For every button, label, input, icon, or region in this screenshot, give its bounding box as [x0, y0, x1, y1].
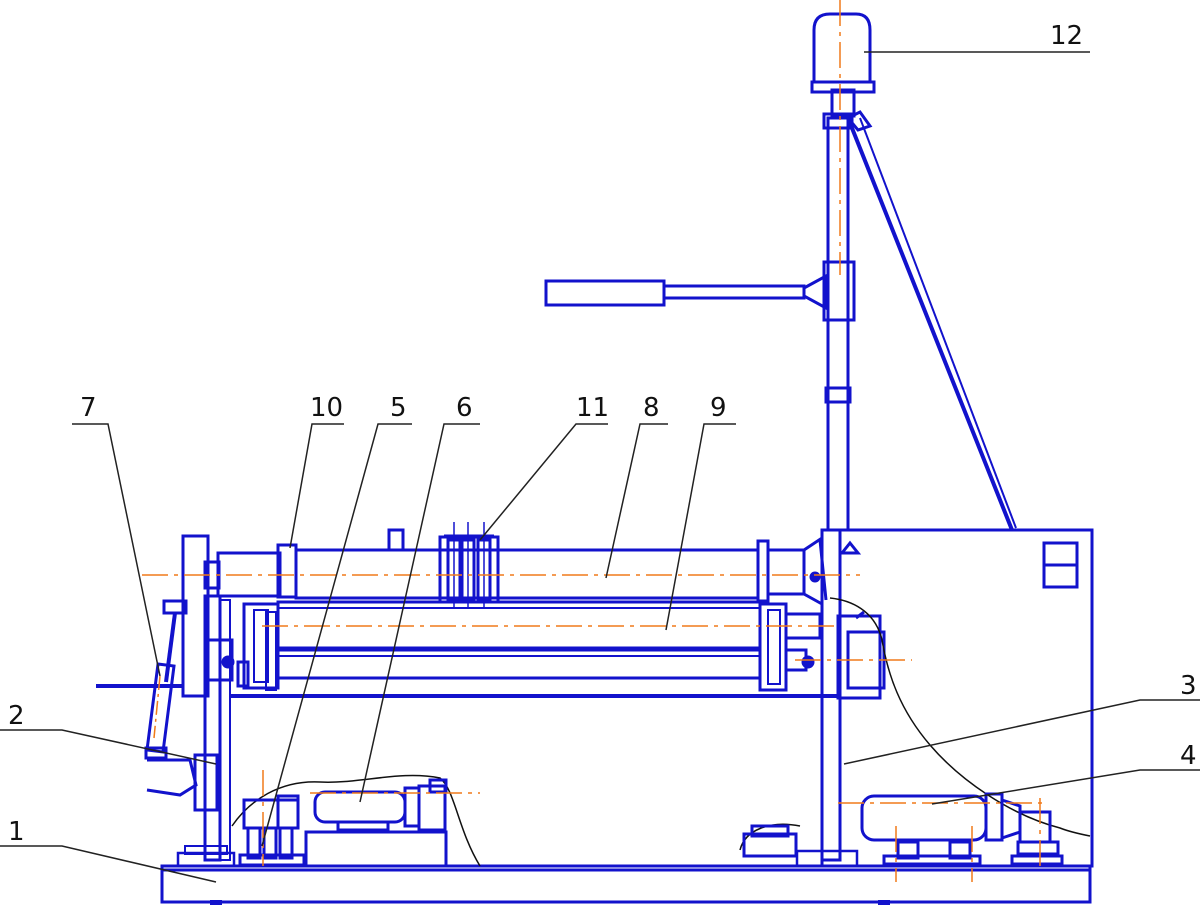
- leader-lines: [0, 51, 1200, 883]
- right-cabinet: [820, 528, 1094, 868]
- callout-4: 4: [1180, 741, 1197, 771]
- callout-10: 10: [310, 393, 343, 423]
- left-stand: [96, 534, 838, 862]
- callout-12: 12: [1050, 21, 1083, 51]
- callout-1: 1: [8, 817, 25, 847]
- callout-labels: 1 2 3 4 5 6 7 8 9 10 11 12: [8, 21, 1197, 847]
- callout-2: 2: [8, 701, 25, 731]
- callout-7: 7: [80, 393, 97, 423]
- base-frame: [160, 845, 1092, 905]
- lower-drive: [238, 778, 1064, 868]
- callout-5: 5: [390, 393, 407, 423]
- upper-roll: [203, 528, 828, 607]
- callout-6: 6: [456, 393, 473, 423]
- mast-assembly: [544, 12, 1017, 532]
- callout-9: 9: [710, 393, 727, 423]
- callout-8: 8: [643, 393, 660, 423]
- callout-11: 11: [576, 393, 609, 423]
- lower-rolls: [236, 600, 822, 692]
- center-lines: [142, 0, 1046, 882]
- callout-3: 3: [1180, 671, 1197, 701]
